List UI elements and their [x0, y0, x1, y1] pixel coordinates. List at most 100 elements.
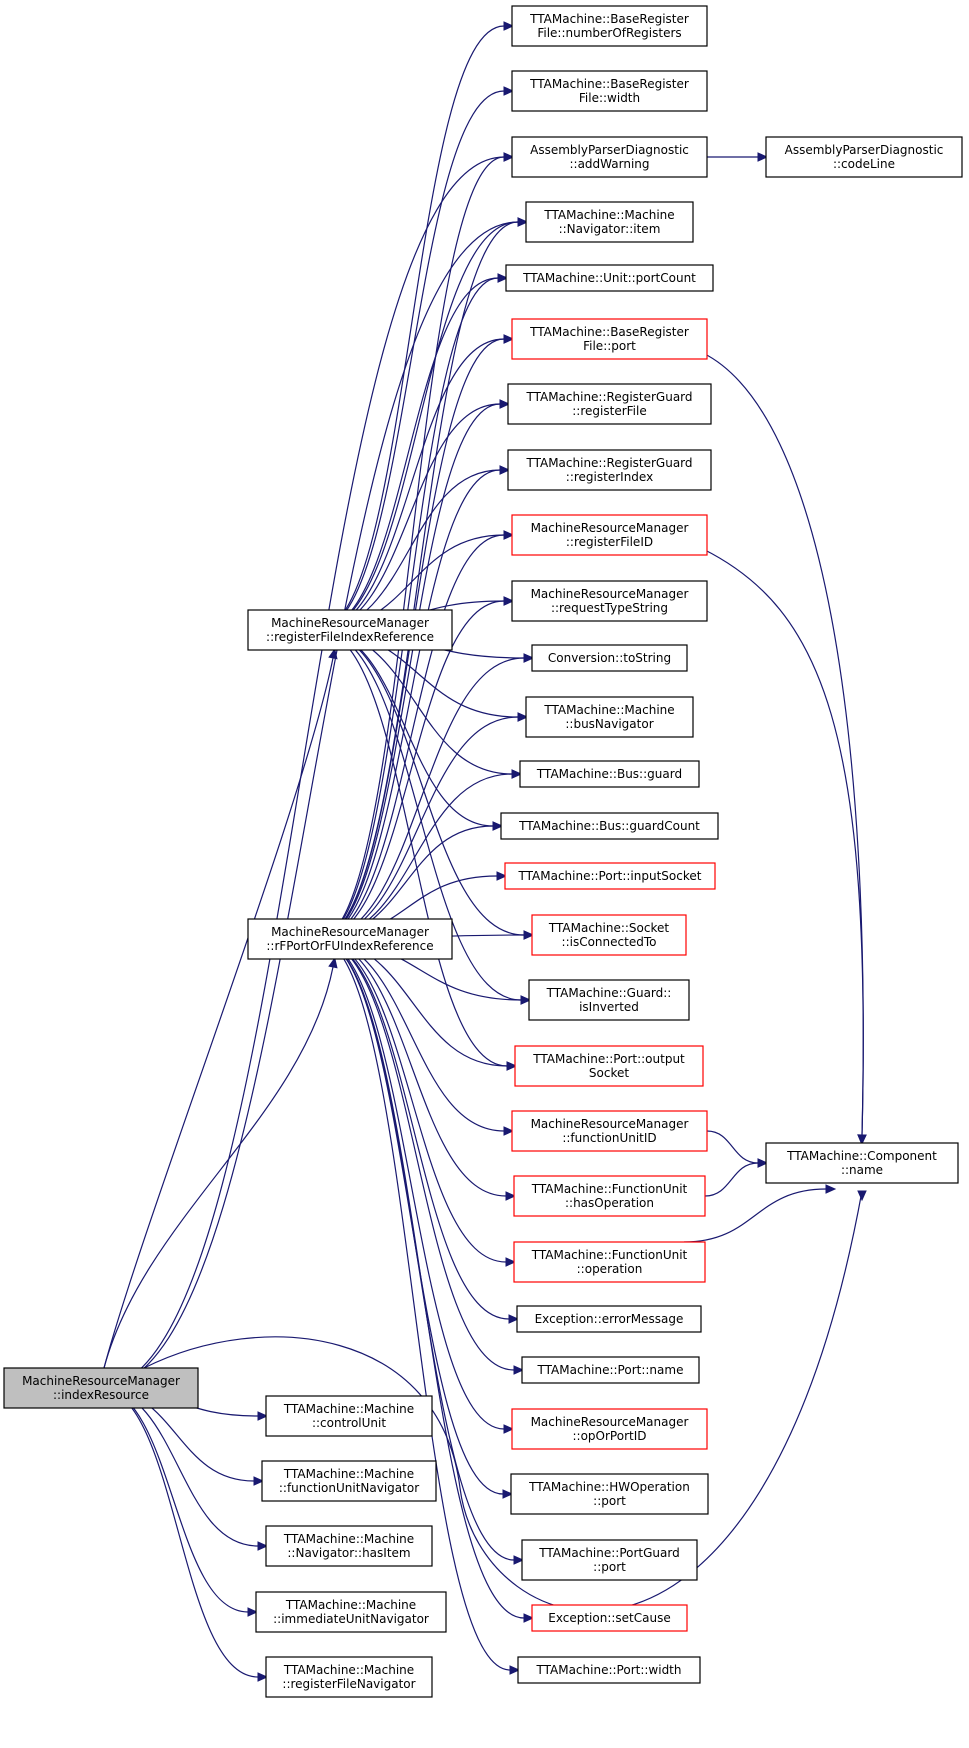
node-label: ::Navigator::hasItem	[287, 1546, 410, 1560]
node-box	[521, 1356, 700, 1384]
node-label: ::port	[593, 1560, 626, 1574]
node-box	[514, 1045, 704, 1087]
node-functionUnitID[interactable]: MachineResourceManager::functionUnitID	[511, 1110, 708, 1152]
node-label: ::codeLine	[833, 157, 895, 171]
arrowhead	[757, 152, 769, 162]
node-addWarning[interactable]: AssemblyParserDiagnostic::addWarning	[511, 136, 708, 178]
node-indexResource[interactable]: MachineResourceManager::indexResource	[3, 1367, 199, 1409]
node-registerFileID[interactable]: MachineResourceManager::registerFileID	[511, 514, 708, 556]
node-isConnectedTo[interactable]: TTAMachine::Socket::isConnectedTo	[531, 914, 687, 956]
node-opOrPortID[interactable]: MachineResourceManager::opOrPortID	[511, 1408, 708, 1450]
edge	[317, 600, 505, 940]
node-navItem[interactable]: TTAMachine::Machine::Navigator::item	[525, 201, 694, 243]
node-label: AssemblyParserDiagnostic	[785, 143, 944, 157]
node-rgRegisterIndex[interactable]: TTAMachine::RegisterGuard::registerIndex	[507, 449, 712, 491]
node-hasOperation[interactable]: TTAMachine::FunctionUnit::hasOperation	[513, 1175, 706, 1217]
node-busNavigator[interactable]: TTAMachine::Machine::busNavigator	[525, 696, 694, 738]
node-box	[531, 1604, 688, 1632]
edge	[317, 90, 505, 631]
node-box	[765, 1142, 959, 1184]
node-label: TTAMachine::Port::inputSocket	[518, 869, 702, 883]
node-setCause[interactable]: Exception::setCause	[531, 1604, 688, 1632]
node-label: ::registerIndex	[566, 470, 653, 484]
node-busGuardCount[interactable]: TTAMachine::Bus::guardCount	[500, 812, 719, 840]
node-label: ::functionUnitID	[562, 1131, 656, 1145]
arrowhead	[503, 596, 515, 606]
edge	[704, 1162, 759, 1197]
node-box	[505, 264, 714, 292]
edge-layer	[98, 21, 867, 1682]
node-label: ::name	[841, 1163, 883, 1177]
node-portName[interactable]: TTAMachine::Port::name	[521, 1356, 700, 1384]
node-hwopPort[interactable]: TTAMachine::HWOperation::port	[510, 1473, 709, 1515]
edge	[98, 1387, 259, 1547]
node-label: TTAMachine::Machine	[283, 1467, 414, 1481]
node-label: TTAMachine::Bus::guard	[536, 767, 682, 781]
node-label: ::immediateUnitNavigator	[273, 1612, 429, 1626]
node-requestTypeString[interactable]: MachineResourceManager::requestTypeStrin…	[511, 580, 708, 622]
edge	[317, 938, 507, 1263]
edge	[317, 629, 513, 775]
node-box	[510, 1473, 709, 1515]
node-label: TTAMachine::Socket	[548, 921, 670, 935]
node-box	[531, 914, 687, 956]
node-box	[247, 609, 453, 651]
node-componentName[interactable]: TTAMachine::Component::name	[765, 1142, 959, 1184]
node-toString[interactable]: Conversion::toString	[531, 644, 688, 672]
node-label: ::registerFileID	[566, 535, 653, 549]
node-label: ::controlUnit	[312, 1416, 386, 1430]
node-portWidth[interactable]: TTAMachine::Port::width	[517, 1656, 701, 1684]
node-label: MachineResourceManager	[531, 521, 689, 535]
node-busGuard[interactable]: TTAMachine::Bus::guard	[519, 760, 700, 788]
arrowhead	[247, 1607, 259, 1617]
node-regFileIdxRef[interactable]: MachineResourceManager::registerFileInde…	[247, 609, 453, 651]
node-box	[511, 514, 708, 556]
node-box	[511, 136, 708, 178]
node-numberOfRegisters[interactable]: TTAMachine::BaseRegisterFile::numberOfRe…	[511, 5, 708, 47]
node-box	[511, 580, 708, 622]
edge	[317, 629, 508, 1067]
edge	[98, 221, 519, 1389]
node-portCount[interactable]: TTAMachine::Unit::portCount	[505, 264, 714, 292]
node-label: isInverted	[579, 1000, 639, 1014]
arrowhead	[503, 152, 515, 162]
node-inputSocket[interactable]: TTAMachine::Port::inputSocket	[504, 862, 716, 890]
node-label: TTAMachine::Machine	[285, 1598, 416, 1612]
node-layer: MachineResourceManager::indexResourceMac…	[3, 5, 963, 1698]
node-box	[516, 1305, 702, 1333]
node-isInverted[interactable]: TTAMachine::Guard::isInverted	[528, 979, 690, 1021]
arrowhead	[328, 956, 338, 969]
node-codeLine[interactable]: AssemblyParserDiagnostic::codeLine	[765, 136, 963, 178]
node-box	[531, 644, 688, 672]
arrowhead	[857, 1190, 867, 1202]
node-label: AssemblyParserDiagnostic	[530, 143, 689, 157]
node-box	[507, 449, 712, 491]
node-box	[525, 696, 694, 738]
node-label: ::requestTypeString	[551, 601, 668, 615]
node-errorMessage[interactable]: Exception::errorMessage	[516, 1305, 702, 1333]
node-fuNavigator[interactable]: TTAMachine::Machine::functionUnitNavigat…	[261, 1460, 437, 1502]
edge	[317, 938, 515, 1371]
node-label: MachineResourceManager	[271, 616, 429, 630]
edge	[317, 938, 505, 1132]
node-hasItem[interactable]: TTAMachine::Machine::Navigator::hasItem	[265, 1525, 433, 1567]
node-label: TTAMachine::FunctionUnit	[531, 1182, 688, 1196]
node-rfNavigator[interactable]: TTAMachine::Machine::registerFileNavigat…	[265, 1656, 433, 1698]
node-label: MachineResourceManager	[531, 587, 689, 601]
node-fuOperation[interactable]: TTAMachine::FunctionUnit::operation	[513, 1241, 706, 1283]
node-rFPortOrFU[interactable]: MachineResourceManager::rFPortOrFUIndexR…	[247, 918, 453, 960]
node-box	[511, 1408, 708, 1450]
arrowhead	[857, 1134, 867, 1146]
edge	[317, 156, 505, 940]
arrowhead	[257, 1541, 269, 1551]
node-iuNavigator[interactable]: TTAMachine::Machine::immediateUnitNaviga…	[255, 1591, 447, 1633]
node-controlUnit[interactable]: TTAMachine::Machine::controlUnit	[265, 1395, 433, 1437]
arrowhead	[502, 1489, 514, 1499]
node-pgPort[interactable]: TTAMachine::PortGuard::port	[521, 1539, 698, 1581]
arrowhead	[505, 1191, 517, 1201]
node-rgRegisterFile[interactable]: TTAMachine::RegisterGuard::registerFile	[507, 383, 712, 425]
